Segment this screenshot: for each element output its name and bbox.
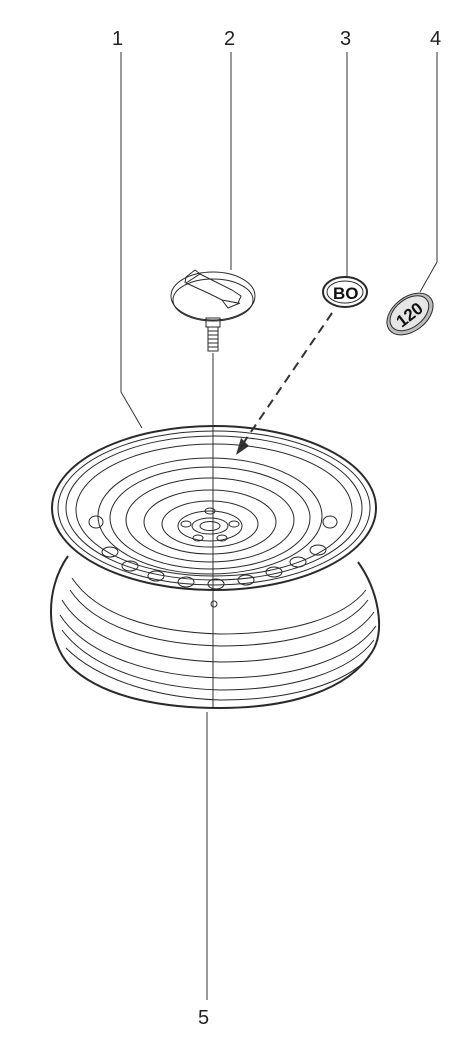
leader-line-4 xyxy=(419,52,438,293)
oval-badge-part: 120 xyxy=(386,292,434,336)
dashed-arrow-3 xyxy=(239,312,333,449)
leader-line-1 xyxy=(120,52,143,429)
hub-cap-bolt-part xyxy=(170,269,256,352)
arrow-head-3 xyxy=(236,438,249,455)
callout-5: 5 xyxy=(198,1007,209,1029)
callout-4: 4 xyxy=(430,28,441,50)
callout-2: 2 xyxy=(224,28,235,50)
callout-3: 3 xyxy=(340,28,351,50)
round-badge-part: BO xyxy=(322,276,368,308)
round-badge-text: BO xyxy=(333,284,359,303)
callout-1: 1 xyxy=(112,28,123,50)
steel-wheel-rim xyxy=(50,425,381,710)
